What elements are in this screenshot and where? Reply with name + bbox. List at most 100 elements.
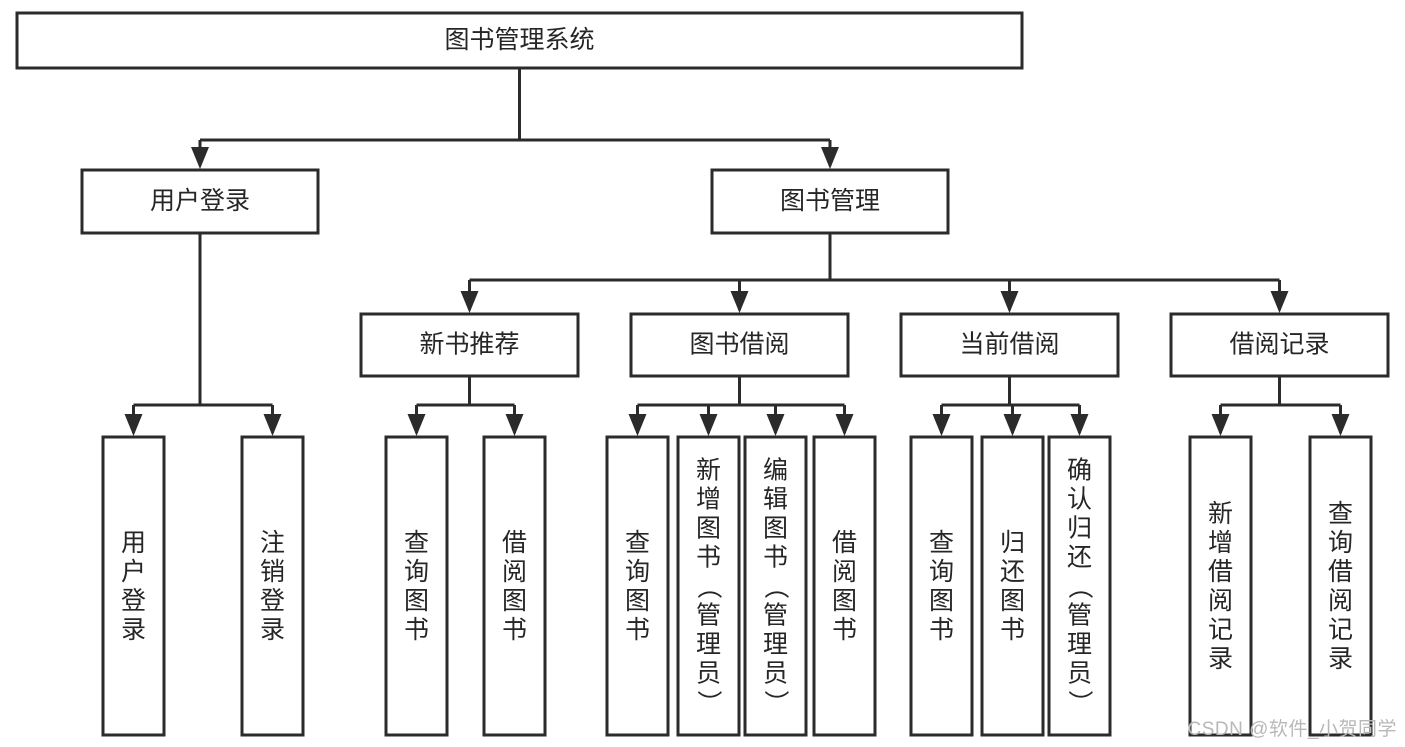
arrow-down-icon [191, 147, 209, 169]
label-char: 书 [625, 616, 650, 644]
csdn-watermark: CSDN @软件_小贺同学 [1187, 719, 1397, 740]
label-char: 管 [763, 602, 788, 630]
node-level2-0[interactable]: 用户登录 [80, 168, 320, 235]
node-leaf-0-label: 用户登录 [121, 529, 146, 644]
label-char: 查 [404, 529, 429, 557]
label-char: 记 [1328, 616, 1353, 644]
node-leaf-3-rect [482, 435, 547, 737]
label-char: ） [762, 690, 790, 715]
label-char: 户 [121, 558, 146, 586]
node-leaf-5-rect [676, 435, 741, 737]
label-char: 图 [763, 515, 788, 543]
label-char: 借 [832, 529, 857, 557]
arrow-down-icon [821, 147, 839, 169]
arrow-down-icon [730, 291, 749, 313]
node-level2-0-label: 用户登录 [150, 187, 250, 215]
label-char: 增 [696, 486, 721, 514]
label-char: 录 [121, 616, 146, 644]
label-char: 辑 [763, 486, 788, 514]
label-char: 图 [832, 587, 857, 615]
label-char: 记 [1208, 616, 1233, 644]
arrow-down-icon [699, 414, 718, 436]
label-char: 阅 [1208, 587, 1233, 615]
node-leaf-8-rect [909, 435, 974, 737]
label-char: 图 [696, 515, 721, 543]
label-char: （ [695, 574, 723, 599]
label-char: 图 [1000, 587, 1025, 615]
node-level2-0-rect [80, 168, 320, 235]
label-char: 图 [625, 587, 650, 615]
label-char: 书 [929, 616, 954, 644]
arrow-down-icon [835, 414, 854, 436]
label-char: 员 [763, 660, 788, 688]
node-level3-1[interactable]: 图书借阅 [629, 312, 850, 378]
label-char: 注 [260, 529, 285, 557]
label-char: 新 [696, 457, 721, 485]
label-char: 询 [404, 558, 429, 586]
label-char: 图 [404, 587, 429, 615]
label-char: 图 [929, 587, 954, 615]
label-char: 归 [1000, 529, 1025, 557]
label-char: 录 [1328, 645, 1353, 673]
label-char: （ [762, 574, 790, 599]
node-leaf-2-rect [384, 435, 449, 737]
label-char: 借 [1208, 558, 1233, 586]
arrow-down-icon [460, 291, 479, 313]
label-char: 查 [929, 529, 954, 557]
node-root[interactable]: 图书管理系统 [15, 11, 1024, 70]
label-char: 管 [696, 602, 721, 630]
label-char: 登 [260, 587, 285, 615]
label-char: 图 [502, 587, 527, 615]
node-leaf-0[interactable]: 用户登录 [101, 435, 166, 737]
node-level3-2[interactable]: 当前借阅 [899, 312, 1120, 378]
node-level3-3-rect [1169, 312, 1390, 378]
node-level2-1[interactable]: 图书管理 [710, 168, 950, 235]
label-char: 理 [1067, 631, 1092, 659]
label-char: ） [1066, 690, 1094, 715]
node-level3-0-rect [359, 312, 580, 378]
node-leaf-10-rect [1047, 435, 1112, 737]
node-leaf-6-rect [743, 435, 808, 737]
arrow-down-icon [766, 414, 785, 436]
node-level3-3-label: 借阅记录 [1229, 331, 1329, 359]
node-root-label: 图书管理系统 [444, 26, 594, 54]
label-char: 录 [260, 616, 285, 644]
arrow-down-icon [1003, 414, 1022, 436]
node-leaf-12-rect [1308, 435, 1373, 737]
node-root-rect [15, 11, 1024, 70]
label-char: 增 [1208, 529, 1233, 557]
label-char: 归 [1067, 515, 1092, 543]
arrow-down-icon [1211, 414, 1230, 436]
label-char: 阅 [502, 558, 527, 586]
node-level3-2-label: 当前借阅 [959, 331, 1059, 359]
label-char: 询 [1328, 529, 1353, 557]
label-char: 书 [502, 616, 527, 644]
label-char: 认 [1067, 486, 1092, 514]
node-leaf-4-rect [605, 435, 670, 737]
node-level3-3[interactable]: 借阅记录 [1169, 312, 1390, 378]
label-char: 理 [696, 631, 721, 659]
node-level3-0[interactable]: 新书推荐 [359, 312, 580, 378]
label-char: 查 [625, 529, 650, 557]
node-layer: 图书管理系统用户登录图书管理新书推荐图书借阅当前借阅借阅记录用户登录注销登录查询… [15, 11, 1390, 737]
